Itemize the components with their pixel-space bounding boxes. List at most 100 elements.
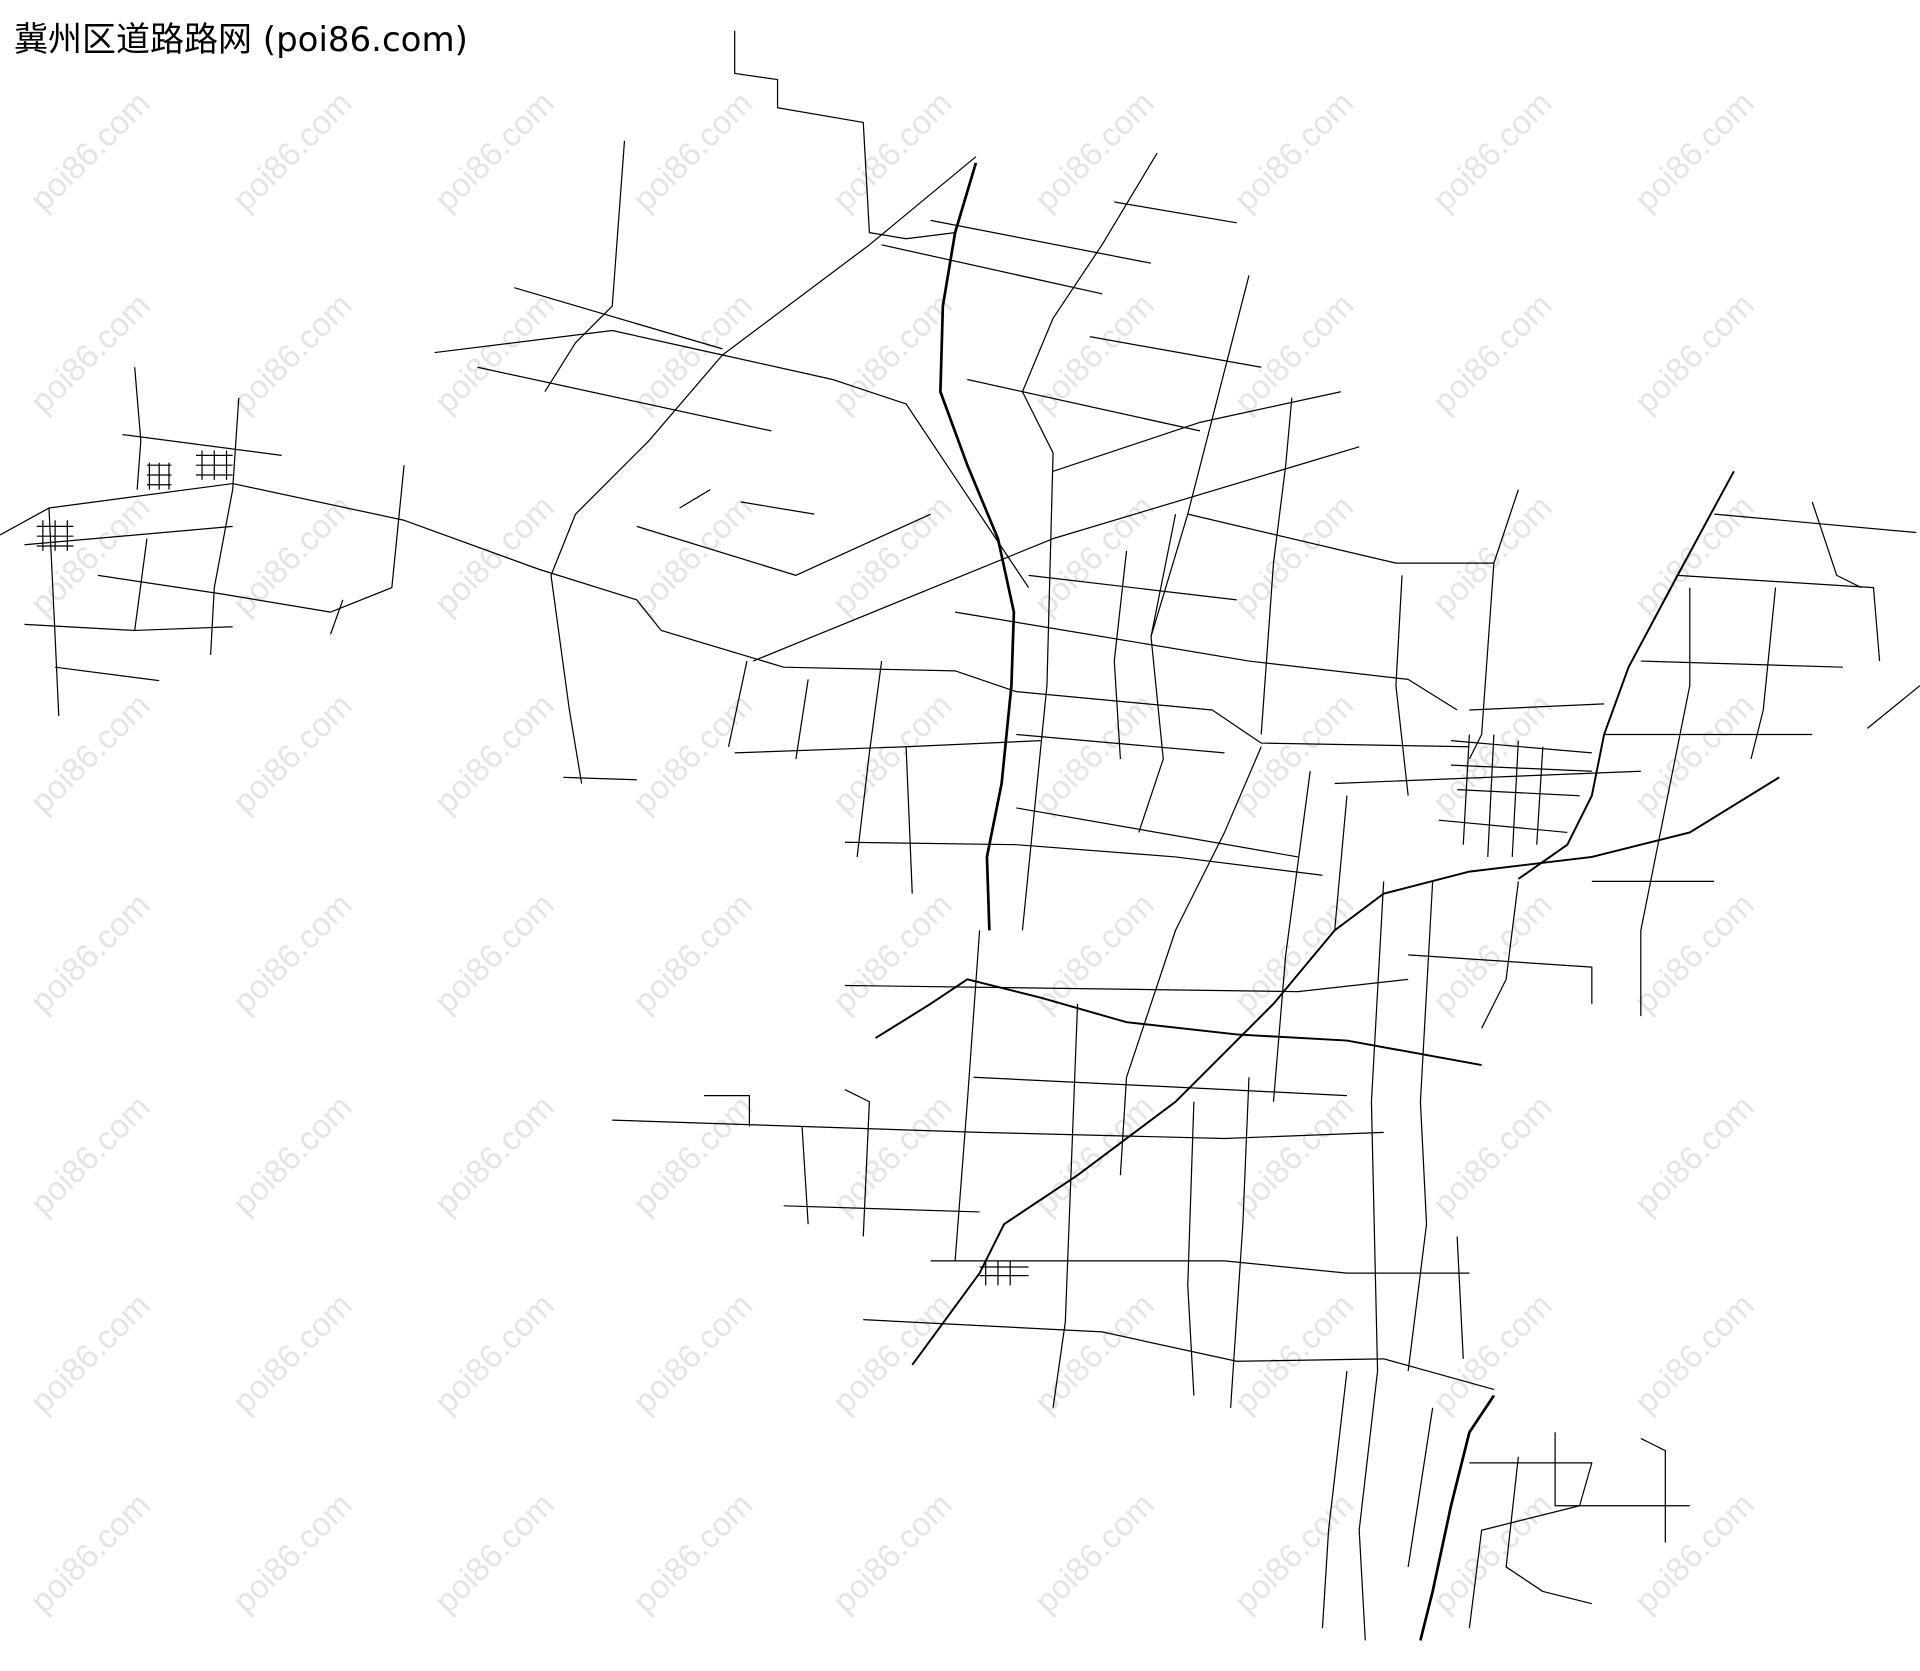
road xyxy=(973,1076,1347,1097)
watermark-layer: poi86.com poi86.com poi86.com poi86.com poi8… xyxy=(24,85,1762,1621)
road xyxy=(97,465,405,613)
map-title: 冀州区道路路网 (poi86.com) xyxy=(14,20,468,60)
watermark-text: poi86.com xyxy=(226,489,360,623)
road xyxy=(544,140,626,393)
watermark-text: poi86.com xyxy=(24,489,158,623)
watermark-text: poi86.com xyxy=(1227,489,1361,623)
road xyxy=(134,538,148,631)
road xyxy=(24,623,233,632)
watermark-text: poi86.com xyxy=(24,1089,158,1223)
road xyxy=(1664,587,1691,809)
road xyxy=(1714,513,1917,534)
road xyxy=(704,1095,750,1127)
watermark-text: poi86.com xyxy=(1628,1089,1762,1223)
road xyxy=(122,433,282,457)
road xyxy=(930,1260,1470,1274)
watermark-text: poi86.com xyxy=(1628,85,1762,219)
road xyxy=(612,1119,1384,1140)
watermark-text: poi86.com xyxy=(1028,687,1162,821)
watermark-text: poi86.com xyxy=(626,687,760,821)
road xyxy=(783,1205,980,1213)
watermark-text: poi86.com xyxy=(1028,287,1162,421)
road xyxy=(1052,1003,1079,1408)
road xyxy=(955,611,1458,711)
watermark-text: poi86.com xyxy=(626,85,760,219)
road xyxy=(1114,201,1237,224)
road xyxy=(905,746,913,894)
watermark-text: poi86.com xyxy=(626,1089,760,1223)
watermark-text: poi86.com xyxy=(428,1486,562,1620)
watermark-text: poi86.com xyxy=(428,887,562,1021)
road xyxy=(550,156,977,784)
watermark-text: poi86.com xyxy=(826,489,960,623)
road xyxy=(1468,563,1495,760)
watermark-text: poi86.com xyxy=(826,1287,960,1421)
watermark-text: poi86.com xyxy=(226,687,360,821)
road xyxy=(1505,1456,1592,1605)
watermark-text: poi86.com xyxy=(1426,1287,1560,1421)
watermark-text: poi86.com xyxy=(1227,687,1361,821)
road xyxy=(1119,746,1262,1176)
watermark-text: poi86.com xyxy=(1628,1486,1762,1620)
railway-north xyxy=(939,162,1016,931)
road xyxy=(1408,954,1593,1004)
watermark-text: poi86.com xyxy=(1227,85,1361,219)
road xyxy=(1866,685,1920,729)
road xyxy=(134,367,142,490)
road-diagonal xyxy=(752,446,1360,662)
watermark-text: poi86.com xyxy=(428,489,562,623)
watermark-text: poi86.com xyxy=(428,687,562,821)
road xyxy=(1230,1077,1250,1408)
road xyxy=(210,397,240,655)
road xyxy=(1334,795,1348,931)
watermark-text: poi86.com xyxy=(1227,1287,1361,1421)
watermark-text: poi86.com xyxy=(626,1486,760,1620)
watermark-text: poi86.com xyxy=(1426,1089,1560,1223)
road xyxy=(734,30,956,240)
road xyxy=(55,666,160,682)
watermark-text: poi86.com xyxy=(24,687,158,821)
road-grid-village xyxy=(979,1260,1029,1286)
watermark-text: poi86.com xyxy=(428,1089,562,1223)
road xyxy=(1469,703,1605,711)
road xyxy=(48,508,60,717)
road xyxy=(477,366,772,432)
highway-curve xyxy=(874,978,1482,1066)
road xyxy=(1187,1101,1195,1396)
watermark-text: poi86.com xyxy=(1628,287,1762,421)
road xyxy=(1016,807,1299,858)
road xyxy=(881,244,1103,295)
road xyxy=(1407,1407,1434,1568)
road xyxy=(1811,501,1862,589)
road xyxy=(1554,1432,1690,1507)
road xyxy=(636,513,931,576)
watermark-text: poi86.com xyxy=(428,287,562,421)
road xyxy=(563,776,637,781)
watermark-text: poi86.com xyxy=(826,1089,960,1223)
watermark-text: poi86.com xyxy=(226,887,360,1021)
road xyxy=(727,660,748,747)
watermark-text: poi86.com xyxy=(1227,887,1361,1021)
road xyxy=(434,329,1030,588)
watermark-text: poi86.com xyxy=(1426,1486,1560,1620)
road xyxy=(1677,574,1881,662)
watermark-text: poi86.com xyxy=(1028,1089,1162,1223)
road xyxy=(1321,1371,1348,1629)
watermark-text: poi86.com xyxy=(626,1287,760,1421)
road xyxy=(1187,489,1519,564)
watermark-text: poi86.com xyxy=(1028,1287,1162,1421)
road xyxy=(954,930,981,1261)
road xyxy=(930,219,1152,264)
watermark-text: poi86.com xyxy=(626,287,760,421)
watermark-text: poi86.com xyxy=(1028,489,1162,623)
road xyxy=(856,660,883,857)
road-network xyxy=(0,30,1920,1641)
watermark-text: poi86.com xyxy=(1227,287,1361,421)
road xyxy=(1089,336,1262,368)
road xyxy=(795,679,809,760)
watermark-text: poi86.com xyxy=(626,887,760,1021)
road xyxy=(740,501,815,515)
road xyxy=(1260,397,1293,735)
railway-south xyxy=(1419,1394,1495,1641)
